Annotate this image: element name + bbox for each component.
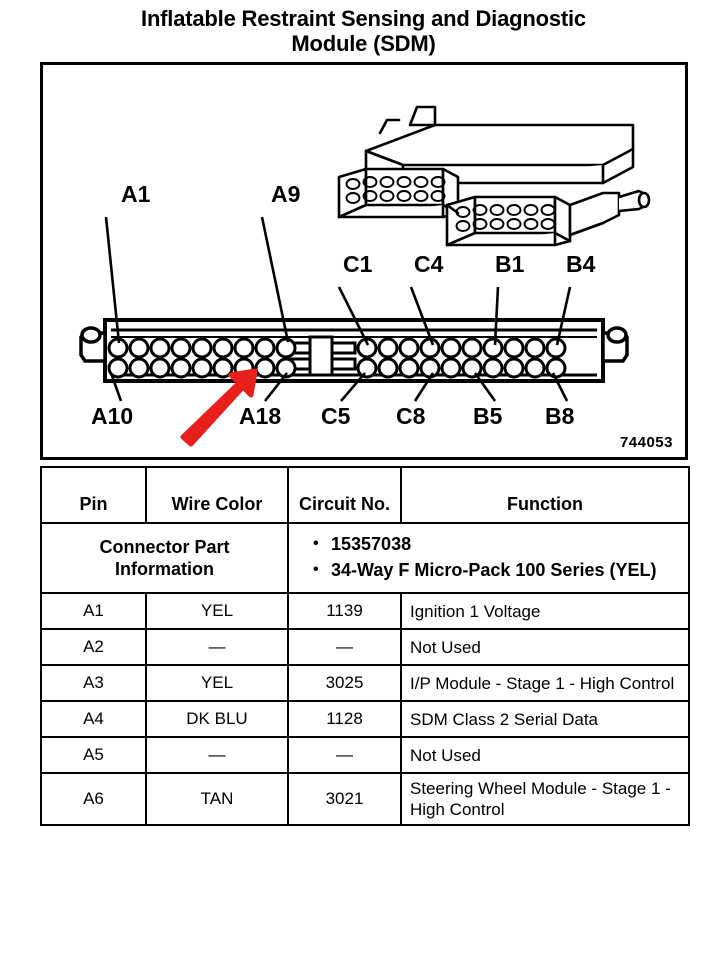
callout-label-a18: A18 [239,403,282,429]
wire-color-cell: TAN [145,772,289,826]
callout-leader-lines-bottom [109,372,569,402]
callout-label-a10: A10 [91,403,134,429]
table-row: A2——Not Used [40,628,690,666]
circuit-no-cell: — [287,736,402,774]
red-indicator-arrow [180,368,258,447]
function-cell: Ignition 1 Voltage [400,592,690,630]
connector-type-description: 34-Way F Micro-Pack 100 Series (YEL) [311,558,678,582]
connector-part-number: 15357038 [311,532,678,556]
callout-label-c5: C5 [321,403,351,429]
sdm-connector-isometric-view [337,105,651,247]
callout-label-c1: C1 [343,251,373,277]
pin-cell: A5 [40,736,147,774]
column-header-circuit-no: Circuit No. [287,466,402,524]
function-cell: SDM Class 2 Serial Data [400,700,690,738]
pin-cell: A4 [40,700,147,738]
column-header-pin: Pin [40,466,147,524]
callout-label-b5: B5 [473,403,503,429]
circuit-no-cell: 3021 [287,772,402,826]
callout-label-a1: A1 [121,181,151,207]
page-title-line-2: Module (SDM) [291,31,436,56]
connector-part-information-list: 15357038 34-Way F Micro-Pack 100 Series … [311,532,678,582]
page-title-line-1: Inflatable Restraint Sensing and Diagnos… [141,6,586,31]
connector-part-information-values: 15357038 34-Way F Micro-Pack 100 Series … [287,522,690,594]
wire-color-cell: YEL [145,664,289,702]
circuit-no-cell: 1139 [287,592,402,630]
callout-leader-lines-top [104,216,572,346]
callout-label-b1: B1 [495,251,525,277]
pin-cavities-bank-a [107,337,297,379]
wire-color-cell: YEL [145,592,289,630]
pin-cell: A3 [40,664,147,702]
wire-color-cell: — [145,628,289,666]
figure-stage: A1 A9 C1 C4 B1 B4 A10 A18 C5 C8 B5 B8 74… [43,65,685,457]
column-header-wire-color: Wire Color [145,466,289,524]
table-header-row: Pin Wire Color Circuit No. Function [40,466,690,524]
sdm-connector-face-view [79,318,629,383]
wire-color-cell: DK BLU [145,700,289,738]
function-cell: Not Used [400,736,690,774]
circuit-no-cell: — [287,628,402,666]
circuit-no-cell: 3025 [287,664,402,702]
wire-color-cell: — [145,736,289,774]
figure-number: 744053 [619,434,673,451]
circuit-no-cell: 1128 [287,700,402,738]
callout-label-b4: B4 [566,251,596,277]
column-header-function: Function [400,466,690,524]
connector-part-information-row: Connector Part Information 15357038 34-W… [40,522,690,594]
pin-cell: A2 [40,628,147,666]
function-cell: Not Used [400,628,690,666]
function-cell: I/P Module - Stage 1 - High Control [400,664,690,702]
pin-cell: A6 [40,772,147,826]
callout-label-c4: C4 [414,251,444,277]
connector-pinout-table: Connector Part Information 15357038 34-W… [40,466,690,826]
callout-label-c8: C8 [396,403,426,429]
function-cell: Steering Wheel Module - Stage 1 - High C… [400,772,690,826]
connector-part-information-label: Connector Part Information [40,522,289,594]
pin-cell: A1 [40,592,147,630]
table-row: A5——Not Used [40,736,690,774]
callout-label-b8: B8 [545,403,575,429]
page-title: Inflatable Restraint Sensing and Diagnos… [0,6,727,56]
connector-diagram-svg [79,105,651,447]
connector-figure-panel: A1 A9 C1 C4 B1 B4 A10 A18 C5 C8 B5 B8 74… [40,62,688,460]
pin-cavities-bank-c-b [356,337,567,379]
callout-label-a9: A9 [271,181,301,207]
